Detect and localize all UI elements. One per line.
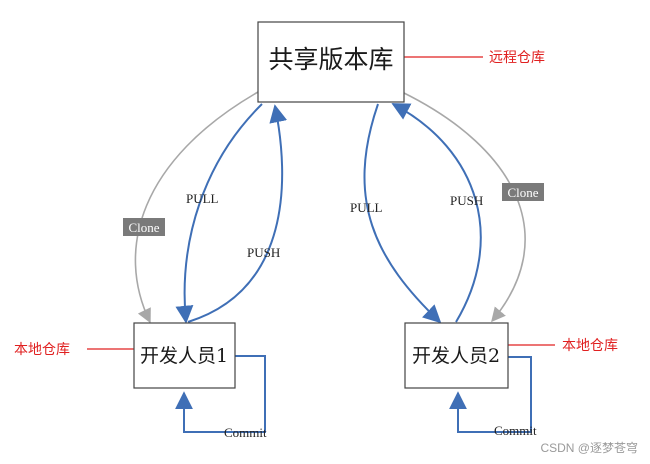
dev1-box [133,322,236,389]
clone-label-left: Clone [128,220,159,235]
dev2-label: 开发人员2 [412,345,500,367]
clone-badge-right [502,183,544,201]
push-label-left: PUSH [247,245,280,260]
dev2-box [404,322,509,389]
dev1-label: 开发人员1 [140,345,228,367]
remote-repo-box [257,21,405,103]
commit-label-right: Commit [494,423,537,438]
commit-loop-left [175,355,266,433]
remote-repo-label: 共享版本库 [268,45,393,74]
pull-label-right: PULL [350,200,383,215]
clone-arrow-left [134,91,259,324]
annotation-local-right: 本地仓库 [562,338,618,354]
push-arrow-left [187,104,288,323]
watermark: CSDN @逐梦苍穹 [540,440,638,455]
push-label-right: PUSH [450,193,483,208]
push-arrow-right [391,103,482,323]
pull-arrow-left [175,103,263,324]
clone-badge-left [123,218,165,236]
pull-arrow-right [363,103,442,324]
clone-label-right: Clone [507,185,538,200]
commit-label-left: Commit [224,425,267,440]
annotation-local-left: 本地仓库 [14,342,70,358]
commit-loop-right [449,356,532,433]
pull-label-left: PULL [186,191,219,206]
annotation-remote: 远程仓库 [489,50,545,66]
